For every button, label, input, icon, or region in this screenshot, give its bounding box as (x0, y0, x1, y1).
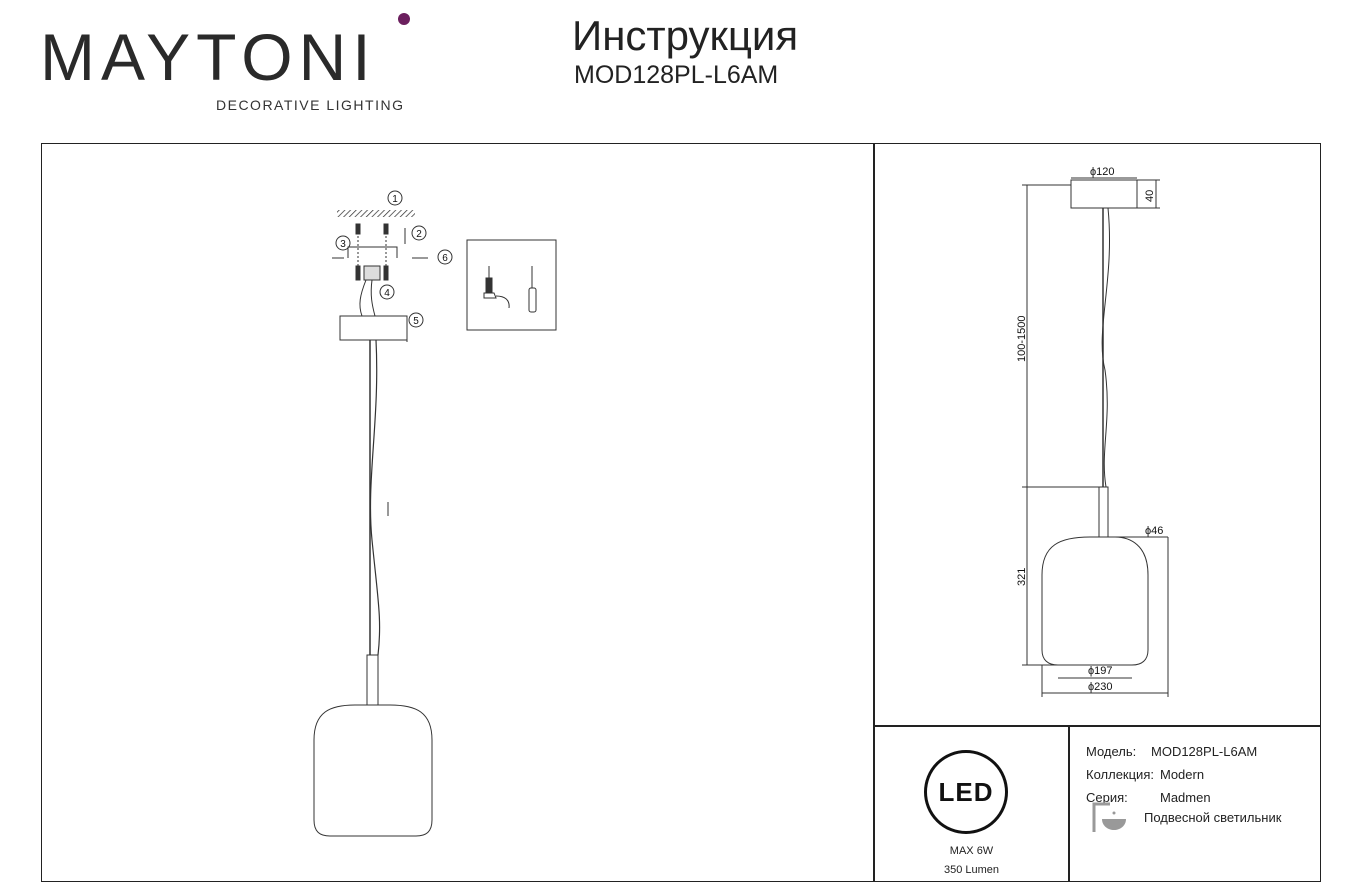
page-title: Инструкция (572, 12, 799, 59)
dim-shade-height: 321 (1016, 568, 1028, 586)
series-value: Madmen (1160, 790, 1211, 805)
led-flux: 350 Lumen (943, 864, 1000, 876)
brand-tagline: DECORATIVE LIGHTING (216, 97, 405, 113)
step-5: 5 (413, 316, 419, 327)
dim-stem-diameter: ϕ46 (1145, 525, 1163, 537)
model-label: Модель: (1086, 744, 1137, 759)
dim-opening-diameter: ϕ197 (1088, 665, 1113, 677)
step-4: 4 (384, 288, 390, 299)
led-power: MAX 6W (949, 845, 994, 857)
divider (873, 143, 875, 882)
divider (873, 725, 1321, 727)
dim-cord-length: 100-1500 (1016, 316, 1028, 363)
collection-label: Коллекция: (1086, 767, 1154, 782)
brand-logo: MAYTONI (40, 20, 377, 94)
led-logo: LED (938, 776, 994, 807)
dim-plate-height: 40 (1144, 190, 1156, 202)
led-badge: LED (924, 750, 1008, 834)
divider (1068, 725, 1070, 882)
collection-value: Modern (1160, 767, 1205, 782)
logo-dot (398, 13, 410, 25)
step-2: 2 (416, 229, 422, 240)
step-1: 1 (392, 194, 398, 205)
step-6: 6 (442, 253, 448, 264)
fixture-type: Подвесной светильник (1144, 810, 1282, 825)
step-3: 3 (340, 239, 346, 250)
dim-shade-diameter: ϕ230 (1088, 681, 1113, 693)
dim-plate-diameter: ϕ120 (1090, 166, 1115, 178)
model-value: MOD128PL-L6AM (1151, 744, 1258, 759)
series-label: Серия: (1086, 790, 1128, 805)
drawing-frame (41, 143, 1321, 882)
model-code: MOD128PL-L6AM (574, 61, 779, 89)
